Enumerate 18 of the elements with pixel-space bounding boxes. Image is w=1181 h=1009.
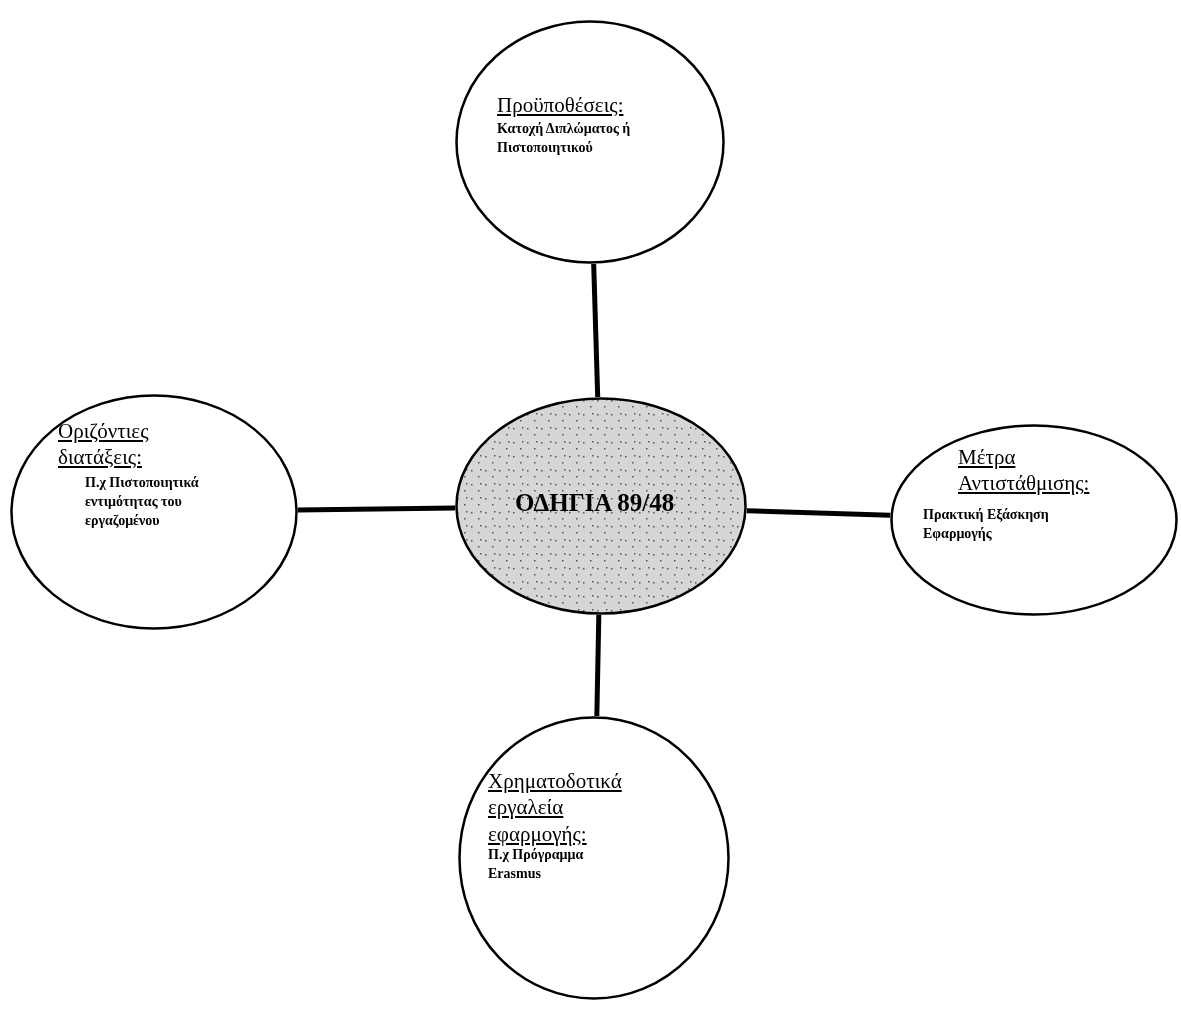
node-text: Π.χ Πρόγραμμα Erasmus	[488, 846, 585, 883]
oval-node	[455, 397, 747, 615]
oval-node	[10, 394, 298, 630]
connector-line	[297, 505, 456, 513]
oval-node	[455, 20, 725, 264]
node-text: Π.χ Πιστοποιητικά εντιμότητας του εργαζομένου	[85, 474, 200, 530]
node-heading: Προϋποθέσεις:	[497, 92, 625, 119]
connector-line	[746, 508, 891, 518]
node-title: ΟΔΗΓΙΑ 89/48	[515, 489, 676, 517]
node-heading: Μέτρα Αντιστάθμισης:	[957, 444, 1091, 497]
oval-node	[458, 716, 730, 1000]
node-text: Πρακτική Εξάσκηση Εφαρμογής	[923, 506, 1050, 543]
node-heading: Χρηματοδοτικά εργαλεία εφαρμογής:	[488, 768, 623, 847]
node-text: Κατοχή Διπλώματος ή Πιστοποιητικού	[497, 120, 632, 157]
connector-line	[594, 614, 602, 717]
connector-line	[591, 263, 601, 398]
oval-node	[890, 424, 1178, 616]
node-heading: Οριζόντιες διατάξεις:	[58, 418, 150, 471]
